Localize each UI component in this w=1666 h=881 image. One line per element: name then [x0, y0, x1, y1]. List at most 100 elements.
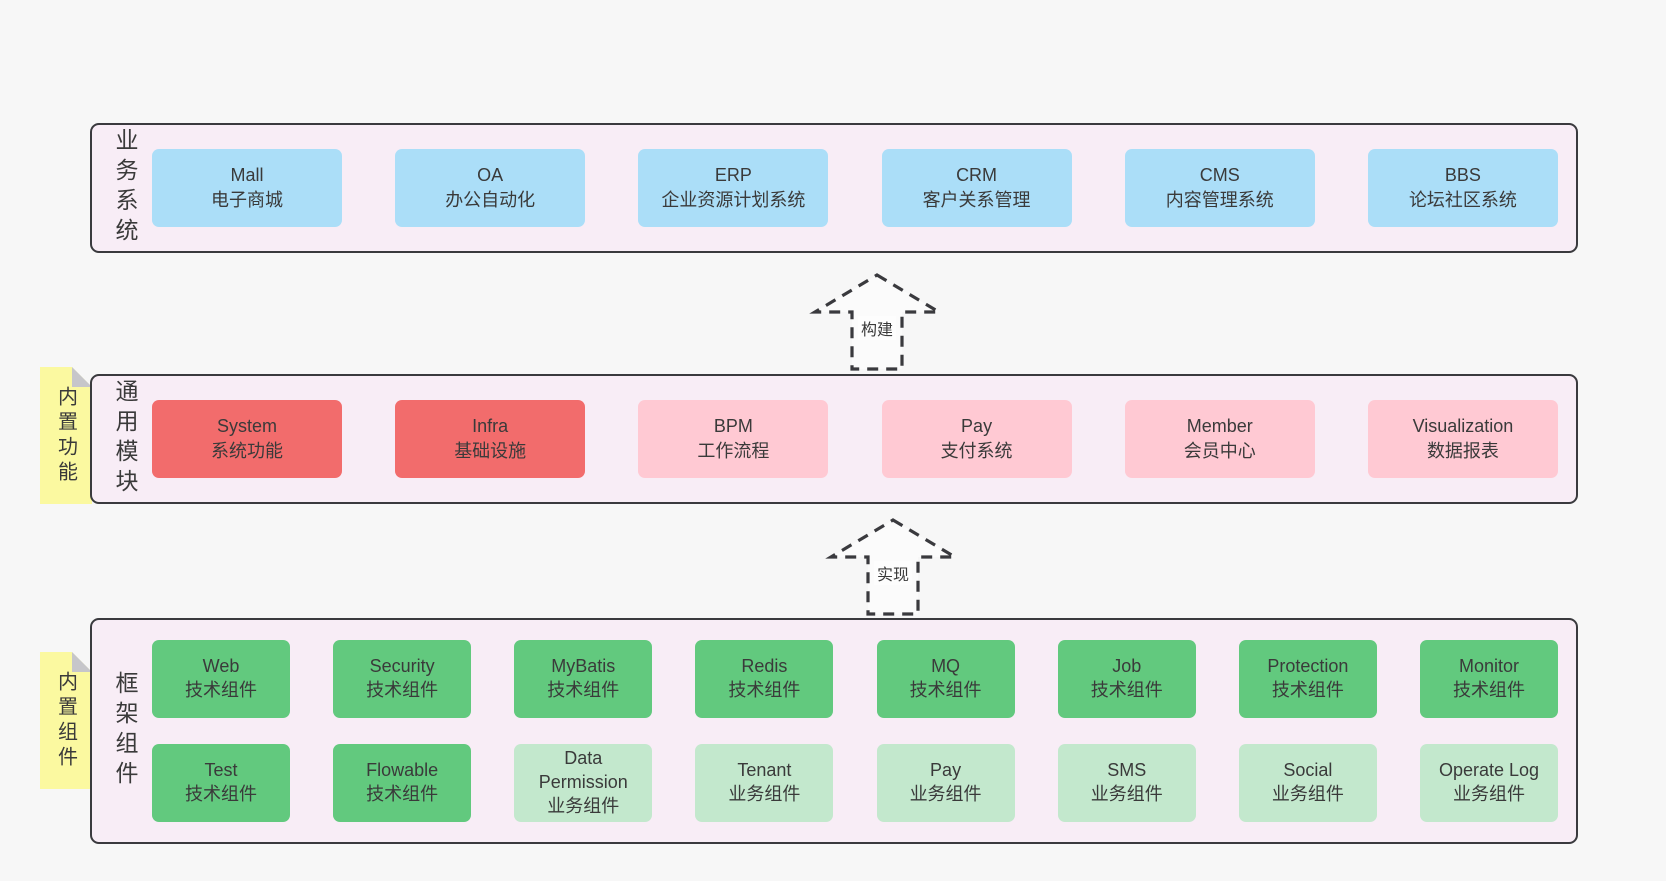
- box-name: Data Permission: [538, 748, 628, 793]
- box-desc: 数据报表: [1426, 441, 1499, 461]
- box-bpm: BPM 工作流程: [638, 400, 829, 478]
- arrow-implement-label: 实现: [873, 561, 913, 585]
- box-name: Pay: [930, 760, 962, 781]
- component-row: System 系统功能 Infra 基础设施 BPM 工作流程 Pay 支付系统 Member 会…: [152, 400, 1558, 478]
- box-name: System: [216, 415, 277, 436]
- box-name: OA: [477, 164, 504, 185]
- box-name: BBS: [1444, 164, 1481, 185]
- box-mall: Mall 电子商城: [152, 149, 342, 227]
- box-desc: 系统功能: [211, 441, 283, 461]
- box-name: ERP: [714, 164, 752, 185]
- box-name: Infra: [472, 415, 509, 436]
- box-name: Visualization: [1412, 415, 1514, 436]
- box-desc: 技术组件: [1271, 680, 1344, 700]
- box-desc: 技术组件: [366, 784, 439, 804]
- arrow-implement: 实现: [825, 517, 961, 617]
- tier-label-business-systems: 业务系统: [112, 128, 138, 248]
- box-name: CRM: [956, 164, 998, 185]
- box-member: Member 会员中心: [1124, 400, 1315, 478]
- box-desc: 技术组件: [1090, 680, 1163, 700]
- box-cms: CMS 内容管理系统: [1124, 149, 1315, 227]
- folded-corner-icon: [72, 652, 92, 672]
- box-web: Web 技术组件: [152, 640, 290, 718]
- tier-common-modules: 通用模块 System 系统功能 Infra 基础设施 BPM 工作流程 Pay 支付系统 Me…: [90, 374, 1578, 504]
- box-desc: 工作流程: [697, 441, 770, 461]
- folded-corner-icon: [72, 367, 92, 387]
- box-pay: Pay 业务组件: [876, 744, 1015, 822]
- box-desc: 业务组件: [909, 784, 982, 804]
- box-erp: ERP 企业资源计划系统: [638, 149, 829, 227]
- box-tenant: Tenant 业务组件: [695, 744, 834, 822]
- box-name: Monitor: [1458, 656, 1519, 677]
- box-oa: OA 办公自动化: [395, 149, 586, 227]
- box-desc: 技术组件: [909, 680, 982, 700]
- box-job: Job 技术组件: [1057, 640, 1196, 718]
- box-desc: 内容管理系统: [1165, 190, 1274, 210]
- box-name: Web: [202, 656, 240, 677]
- box-desc: 电子商城: [211, 190, 283, 210]
- box-desc: 技术组件: [185, 680, 257, 700]
- box-protection: Protection 技术组件: [1238, 640, 1377, 718]
- box-desc: 技术组件: [366, 680, 439, 700]
- box-desc: 业务组件: [1271, 784, 1344, 804]
- tab-builtin-features: 内置功能: [40, 367, 92, 504]
- box-desc: 会员中心: [1183, 441, 1256, 461]
- box-name: MQ: [931, 656, 961, 677]
- box-name: Tenant: [737, 760, 792, 781]
- tier-rows: System 系统功能 Infra 基础设施 BPM 工作流程 Pay 支付系统 Member 会…: [152, 376, 1558, 502]
- box-name: Mall: [230, 164, 264, 185]
- tab-builtin-components-label: 内置组件: [54, 670, 77, 771]
- box-name: CMS: [1199, 164, 1240, 185]
- box-name: MyBatis: [551, 656, 616, 677]
- box-desc: 办公自动化: [445, 190, 536, 210]
- tab-builtin-features-label: 内置功能: [54, 385, 77, 486]
- tier-label-framework-components: 框架组件: [112, 671, 138, 791]
- box-name: SMS: [1107, 760, 1147, 781]
- box-pay: Pay 支付系统: [881, 400, 1072, 478]
- box-desc: 业务组件: [728, 784, 801, 804]
- box-name: Test: [204, 760, 238, 781]
- box-desc: 业务组件: [1090, 784, 1163, 804]
- box-system: System 系统功能: [152, 400, 342, 478]
- box-flowable: Flowable 技术组件: [333, 744, 472, 822]
- box-desc: 技术组件: [1452, 680, 1525, 700]
- box-desc: 企业资源计划系统: [661, 190, 806, 210]
- box-name: Job: [1112, 656, 1142, 677]
- box-sms: SMS 业务组件: [1057, 744, 1196, 822]
- box-name: Redis: [741, 656, 788, 677]
- box-mq: MQ 技术组件: [876, 640, 1015, 718]
- box-visualization: Visualization 数据报表: [1367, 400, 1558, 478]
- box-desc: 业务组件: [1452, 784, 1525, 804]
- tier-label-common-modules: 通用模块: [112, 379, 138, 499]
- box-desc: 业务组件: [547, 795, 620, 816]
- box-desc: 论坛社区系统: [1408, 190, 1517, 210]
- box-desc: 技术组件: [728, 680, 801, 700]
- box-desc: 支付系统: [940, 441, 1013, 461]
- arrow-build: 构建: [809, 272, 945, 372]
- box-bbs: BBS 论坛社区系统: [1367, 149, 1558, 227]
- box-name: Protection: [1267, 656, 1349, 677]
- box-name: Flowable: [366, 760, 439, 781]
- box-desc: 基础设施: [454, 441, 527, 461]
- box-name: BPM: [713, 415, 753, 436]
- box-name: Pay: [961, 415, 993, 436]
- box-redis: Redis 技术组件: [695, 640, 834, 718]
- box-desc: 技术组件: [185, 784, 257, 804]
- box-monitor: Monitor 技术组件: [1419, 640, 1558, 718]
- arrow-build-label: 构建: [857, 316, 897, 340]
- box-infra: Infra 基础设施: [395, 400, 586, 478]
- box-name: Member: [1186, 415, 1253, 436]
